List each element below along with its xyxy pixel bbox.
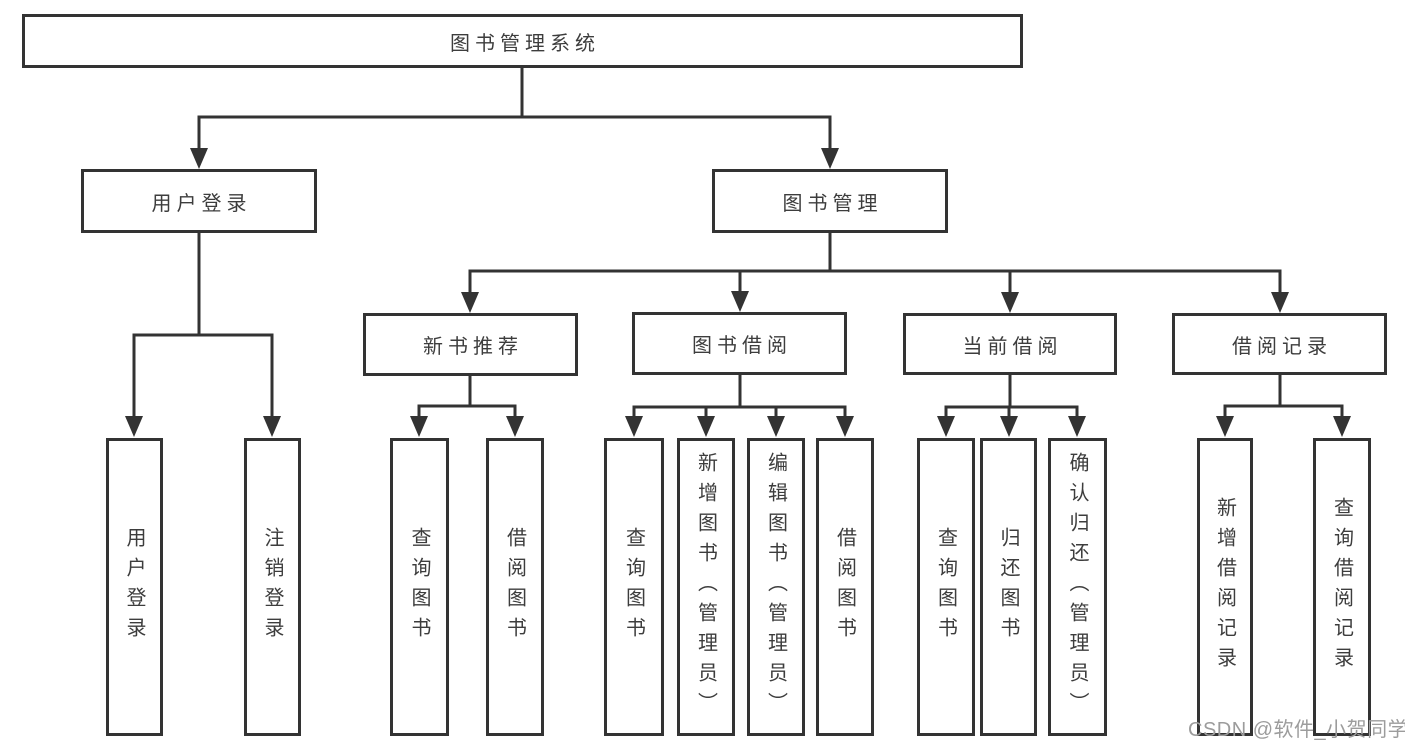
node-root-system: 图书管理系统 bbox=[22, 14, 1023, 68]
leaf-edit-books-admin: 编辑图书（管理员） bbox=[747, 438, 805, 736]
leaf-query-books-recommend: 查询图书 bbox=[390, 438, 449, 736]
leaf-logout: 注销登录 bbox=[244, 438, 301, 736]
leaf-query-books-current: 查询图书 bbox=[917, 438, 975, 736]
leaf-borrow-books: 借阅图书 bbox=[816, 438, 874, 736]
leaf-borrow-books-recommend: 借阅图书 bbox=[486, 438, 544, 736]
node-borrow-record: 借阅记录 bbox=[1172, 313, 1387, 375]
node-book-management: 图书管理 bbox=[712, 169, 948, 233]
leaf-confirm-return-admin: 确认归还（管理员） bbox=[1048, 438, 1107, 736]
leaf-add-books-admin: 新增图书（管理员） bbox=[677, 438, 735, 736]
csdn-watermark: CSDN @软件_小贺同学 bbox=[1188, 719, 1405, 741]
leaf-return-books: 归还图书 bbox=[980, 438, 1037, 736]
node-current-borrow: 当前借阅 bbox=[903, 313, 1117, 375]
node-book-borrow: 图书借阅 bbox=[632, 312, 847, 375]
leaf-user-login: 用户登录 bbox=[106, 438, 163, 736]
leaf-query-borrow-record: 查询借阅记录 bbox=[1313, 438, 1371, 736]
leaf-query-books-borrow: 查询图书 bbox=[604, 438, 664, 736]
leaf-add-borrow-record: 新增借阅记录 bbox=[1197, 438, 1253, 736]
node-user-login-group: 用户登录 bbox=[81, 169, 317, 233]
node-new-book-recommend: 新书推荐 bbox=[363, 313, 578, 376]
